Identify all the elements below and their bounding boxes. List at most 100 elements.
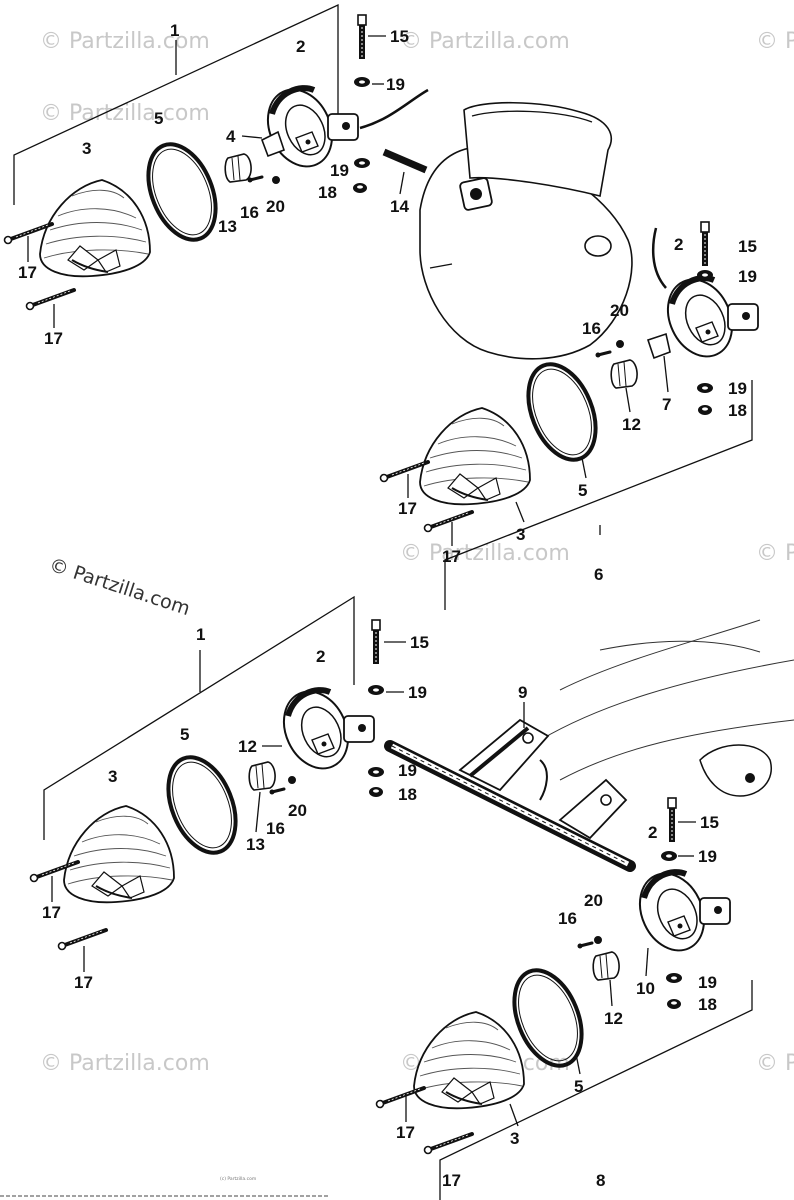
nut-part [698,405,712,415]
callout-5: 5 [578,481,587,500]
callout-1: 1 [170,21,179,40]
bulb-part [610,359,638,389]
footer-fine-print: (c) Partzilla.com [220,1176,256,1182]
turn-signal-assembly-rear-left [28,620,384,952]
callout-19: 19 [408,683,427,702]
callout-5: 5 [574,1077,583,1096]
callout-13: 13 [246,835,265,854]
callout-16: 16 [266,819,285,838]
watermark-text: © Partzilla.com [756,1051,794,1076]
callout-20: 20 [584,891,603,910]
callout-12: 12 [238,737,257,756]
callout-3: 3 [82,139,91,158]
washer-part [354,158,370,168]
bolt-part [372,620,380,664]
washer-part [594,936,602,944]
callout-17: 17 [442,547,461,566]
washer-part [661,851,677,861]
watermark-text: © Partzilla.com [400,541,570,566]
headlight-case-outline [419,101,633,360]
callout-17: 17 [74,973,93,992]
washer-part [368,685,384,695]
nut-part [369,787,383,797]
callout-15: 15 [410,633,429,652]
frame-outline [539,619,794,797]
callout-15: 15 [738,237,757,256]
callout-2: 2 [674,235,683,254]
washer-part [288,776,296,784]
lens-part [419,407,531,506]
callout-5: 5 [180,725,189,744]
callout-19: 19 [728,379,747,398]
nut-part [667,999,681,1009]
callout-19: 19 [698,847,717,866]
callout-2: 2 [648,823,657,842]
callout-17: 17 [398,499,417,518]
bulb-part [224,153,252,183]
washer-part [354,77,370,87]
callout-14: 14 [390,197,409,216]
bolt-part [358,15,366,59]
bolt-part [701,222,709,266]
callout-19: 19 [398,761,417,780]
callout-1: 1 [196,625,205,644]
washer-part [368,767,384,777]
bolt-part [668,798,676,842]
turn-signal-assembly-front-right [378,222,759,534]
bulb-part [248,761,276,791]
washer-part [697,270,713,280]
gasket-part [513,352,611,472]
callout-17: 17 [44,329,63,348]
callout-7: 7 [662,395,671,414]
callout-17: 17 [18,263,37,282]
housing-part [628,863,730,961]
watermark-text: © Partzilla.com [400,29,570,54]
nut-part [353,183,367,193]
callout-18: 18 [398,785,417,804]
callout-3: 3 [516,525,525,544]
watermark-text: © Partzilla.com [46,554,192,620]
turn-signal-stay-bar [384,718,636,872]
watermark-text: © Partzilla.com [756,541,794,566]
callout-8: 8 [596,1171,605,1190]
stud-part [382,148,428,174]
callout-20: 20 [288,801,307,820]
callout-labels: 1 2 3 4 5 13 16 20 15 19 19 18 14 17 17 … [18,21,757,1190]
callout-19: 19 [738,267,757,286]
wire-lead [652,227,667,289]
callout-18: 18 [318,183,337,202]
gasket-part [153,745,251,865]
callout-3: 3 [108,767,117,786]
callout-16: 16 [558,909,577,928]
washer-part [272,176,280,184]
screw-part [268,787,286,796]
lens-part [39,179,151,278]
callout-18: 18 [728,401,747,420]
washer-part [666,973,682,983]
callout-2: 2 [316,647,325,666]
assembly-brackets [13,3,753,1200]
callout-5: 5 [154,109,163,128]
screw-part [594,350,612,359]
callout-4: 4 [226,127,236,146]
callout-20: 20 [266,197,285,216]
callout-17: 17 [42,903,61,922]
watermark-text: © Partzilla.com [40,101,210,126]
callout-13: 13 [218,217,237,236]
lens-part [413,1011,525,1110]
callout-19: 19 [698,973,717,992]
callout-17: 17 [442,1171,461,1190]
callout-17: 17 [396,1123,415,1142]
callout-2: 2 [296,37,305,56]
callout-19: 19 [330,161,349,180]
callout-15: 15 [700,813,719,832]
lens-screw-part [374,1086,426,1110]
bulb-part [592,951,620,981]
lens-screw-part [24,288,76,312]
screw-part [576,941,594,950]
callout-16: 16 [240,203,259,222]
lens-screw-part [56,928,108,952]
turn-signal-assembly-rear-right [374,798,731,1156]
